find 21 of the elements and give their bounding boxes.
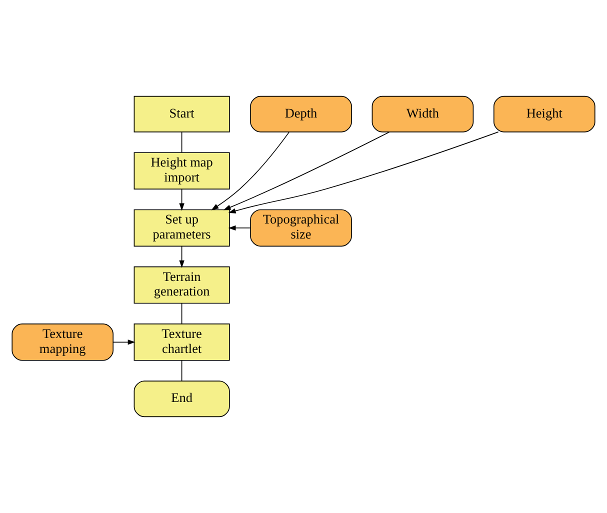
arrow — [228, 225, 251, 231]
connector — [181, 360, 182, 382]
connector — [181, 303, 182, 324]
node-box: Width — [372, 96, 474, 132]
arrow — [228, 132, 499, 214]
node-box: End — [134, 380, 230, 418]
node-box: Topographical size — [250, 209, 352, 247]
arrow — [179, 246, 184, 268]
node-box: Height — [493, 96, 596, 132]
arrow — [179, 188, 184, 211]
node-box: Set up parameters — [134, 209, 230, 247]
node-box: Texture chartlet — [134, 324, 230, 361]
node-box: Start — [134, 96, 230, 132]
arrow — [112, 340, 136, 345]
node-box: Terrain generation — [134, 266, 230, 304]
connector — [181, 132, 182, 153]
arrow — [211, 132, 290, 210]
arrow — [223, 132, 390, 210]
node-box: Height map import — [134, 152, 230, 190]
node-box: Texture mapping — [12, 324, 114, 361]
node-box: Depth — [250, 96, 352, 132]
